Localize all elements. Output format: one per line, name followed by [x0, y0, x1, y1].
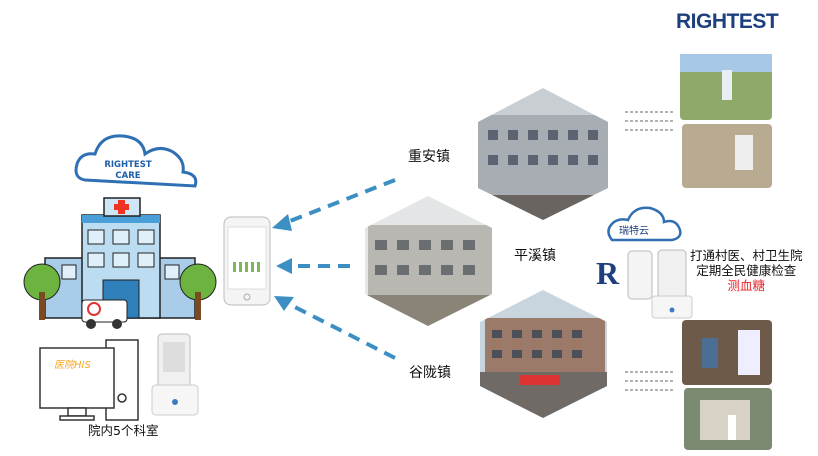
rightest-logo: RIGHTEST [676, 10, 779, 33]
village-photo-patient [682, 320, 772, 385]
rightest-cloud-label: 瑞特云 [619, 226, 649, 237]
town-photo-gulong [480, 290, 607, 418]
glucose-meter-illustration [151, 333, 199, 416]
arrowhead-icon [274, 296, 294, 311]
arrow-gulong [286, 301, 396, 360]
town-label-pingxi: 平溪镇 [514, 248, 556, 264]
svg-text:R: R [596, 255, 620, 291]
arrowhead-icon [276, 258, 292, 274]
town-photo-zhongan [478, 88, 608, 220]
arrowhead-icon [272, 214, 292, 231]
desc-line2: 定期全民健康检查 [696, 263, 797, 278]
desc-line3: 测血糖 [727, 278, 766, 293]
village-photo-field [680, 54, 772, 120]
cloud-icon [74, 134, 198, 188]
smartphone-small [627, 250, 653, 300]
connector-lines [625, 111, 675, 391]
rightest-r-logo: R [593, 255, 623, 291]
town-label-zhongan: 重安镇 [408, 149, 450, 165]
cloud-label-line2: CARE [115, 171, 141, 181]
his-label: 医院HIS [54, 360, 91, 371]
arrow-zhongan [284, 178, 396, 225]
desc-line1: 打通村医、村卫生院 [690, 248, 803, 263]
smartphone-illustration [223, 216, 271, 306]
hospital-illustration [23, 197, 217, 329]
glucose-meter-small [651, 249, 693, 319]
computer-illustration [39, 339, 139, 421]
town-photo-pingxi [365, 196, 492, 326]
departments-caption: 院内5个科室 [88, 423, 159, 438]
village-photo-clinic [682, 124, 772, 188]
town-label-gulong: 谷陇镇 [409, 365, 451, 381]
village-photo-house [684, 388, 772, 450]
arrow-lines [284, 178, 396, 360]
service-description: 打通村医、村卫生院 定期全民健康检查 测血糖 [690, 248, 803, 293]
cloud-label-line1: RIGHTEST [104, 160, 152, 170]
cloud-label: RIGHTEST CARE [98, 160, 158, 182]
cloud-icon-right [607, 206, 682, 242]
